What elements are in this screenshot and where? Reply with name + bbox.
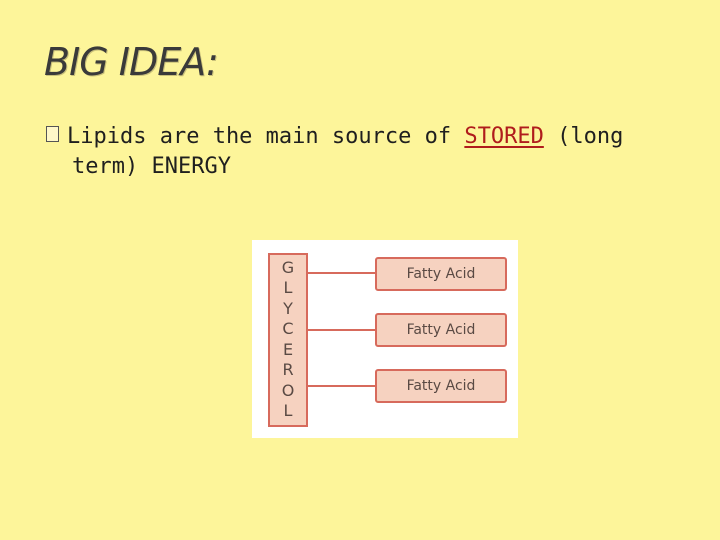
slide-title: BIG IDEA: <box>44 40 219 84</box>
glycerol-letter: O <box>281 380 295 400</box>
bullet-text-end: (long <box>543 124 624 149</box>
glycerol-letter: C <box>282 319 294 339</box>
ester-bond-line <box>308 329 375 331</box>
triglyceride-diagram: G L Y C E R O L Fatty Acid Fatty Acid Fa… <box>252 240 518 438</box>
glycerol-letter: L <box>283 400 293 420</box>
glycerol-backbone: G L Y C E R O L <box>268 253 308 427</box>
stored-emphasis: STORED <box>464 124 544 149</box>
ester-bond-line <box>308 272 375 274</box>
glycerol-letter: L <box>283 278 293 298</box>
glycerol-letter: G <box>281 258 295 277</box>
glycerol-letter: R <box>282 360 294 380</box>
fatty-acid-box: Fatty Acid <box>375 369 507 403</box>
bullet-text-start: Lipids are the main source of <box>67 124 465 149</box>
bullet-line-1: Lipids are the main source of STORED (lo… <box>46 122 686 152</box>
fatty-acid-box: Fatty Acid <box>375 257 507 291</box>
bullet-line-2: term) ENERGY <box>72 154 231 179</box>
ester-bond-line <box>308 385 375 387</box>
bullet-point: Lipids are the main source of STORED (lo… <box>46 122 686 182</box>
glycerol-letter: Y <box>283 298 293 318</box>
glycerol-letter: E <box>282 339 294 359</box>
bullet-box-icon <box>46 126 59 142</box>
fatty-acid-box: Fatty Acid <box>375 313 507 347</box>
